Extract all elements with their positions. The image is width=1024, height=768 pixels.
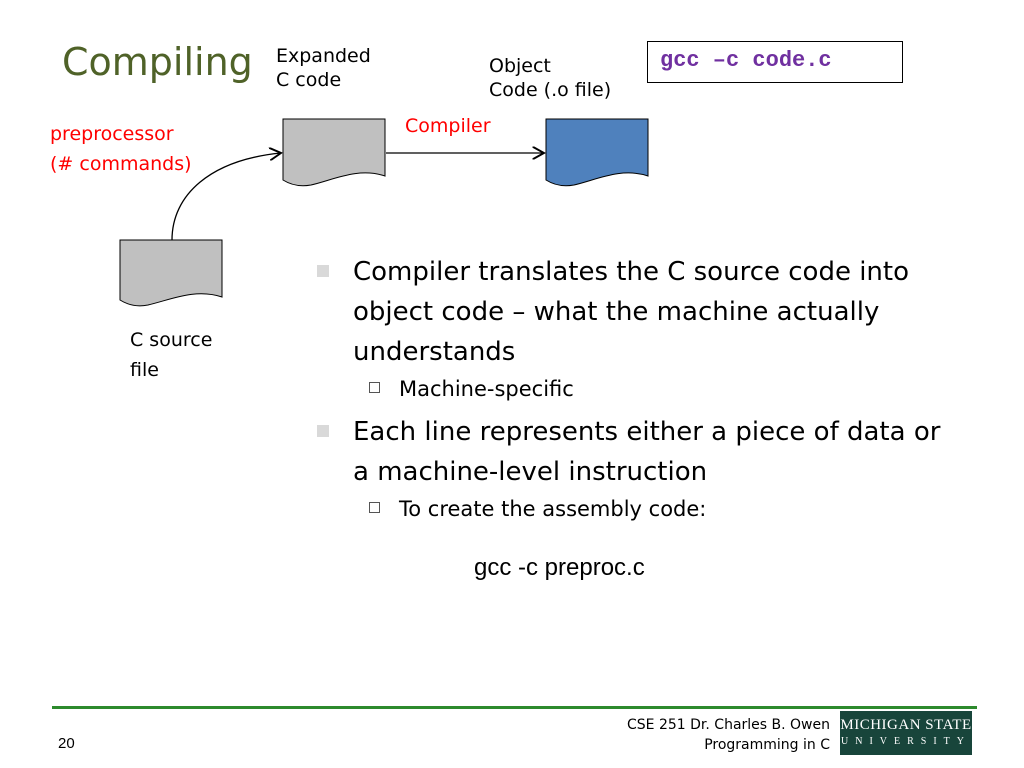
square-bullet-icon [317, 265, 329, 277]
footer-credit: CSE 251 Dr. Charles B. Owen Programming … [627, 717, 830, 753]
object-label: Object Code (.o file) [489, 55, 612, 101]
bullet-item: Each line represents either a piece of d… [315, 412, 995, 492]
preprocessor-arrow [171, 153, 281, 241]
bullet-item: Compiler translates the C source code in… [315, 252, 995, 372]
preprocessor-label: preprocessor (# commands) [50, 123, 192, 175]
slide-title: Compiling [62, 40, 253, 84]
command-box: gcc –c code.c [647, 41, 903, 83]
msu-logo: MICHIGAN STATE UNIVERSITY [840, 711, 972, 755]
square-bullet-icon [317, 425, 329, 437]
page-number: 20 [58, 735, 75, 752]
sub-bullet-item: To create the assembly code: [315, 494, 995, 524]
hollow-square-bullet-icon [369, 382, 380, 393]
object-document-shape [545, 118, 649, 187]
bullet-list: Compiler translates the C source code in… [315, 252, 995, 524]
compile-diagram [119, 118, 649, 307]
expanded-document-shape [282, 118, 386, 187]
footer-divider [52, 706, 977, 709]
source-document-shape [119, 239, 223, 307]
source-label: C source file [130, 329, 213, 381]
compiler-label: Compiler [405, 115, 491, 137]
code-example: gcc -c preproc.c [474, 554, 645, 581]
hollow-square-bullet-icon [369, 502, 380, 513]
sub-bullet-item: Machine-specific [315, 374, 995, 404]
expanded-label: Expanded C code [276, 45, 371, 91]
